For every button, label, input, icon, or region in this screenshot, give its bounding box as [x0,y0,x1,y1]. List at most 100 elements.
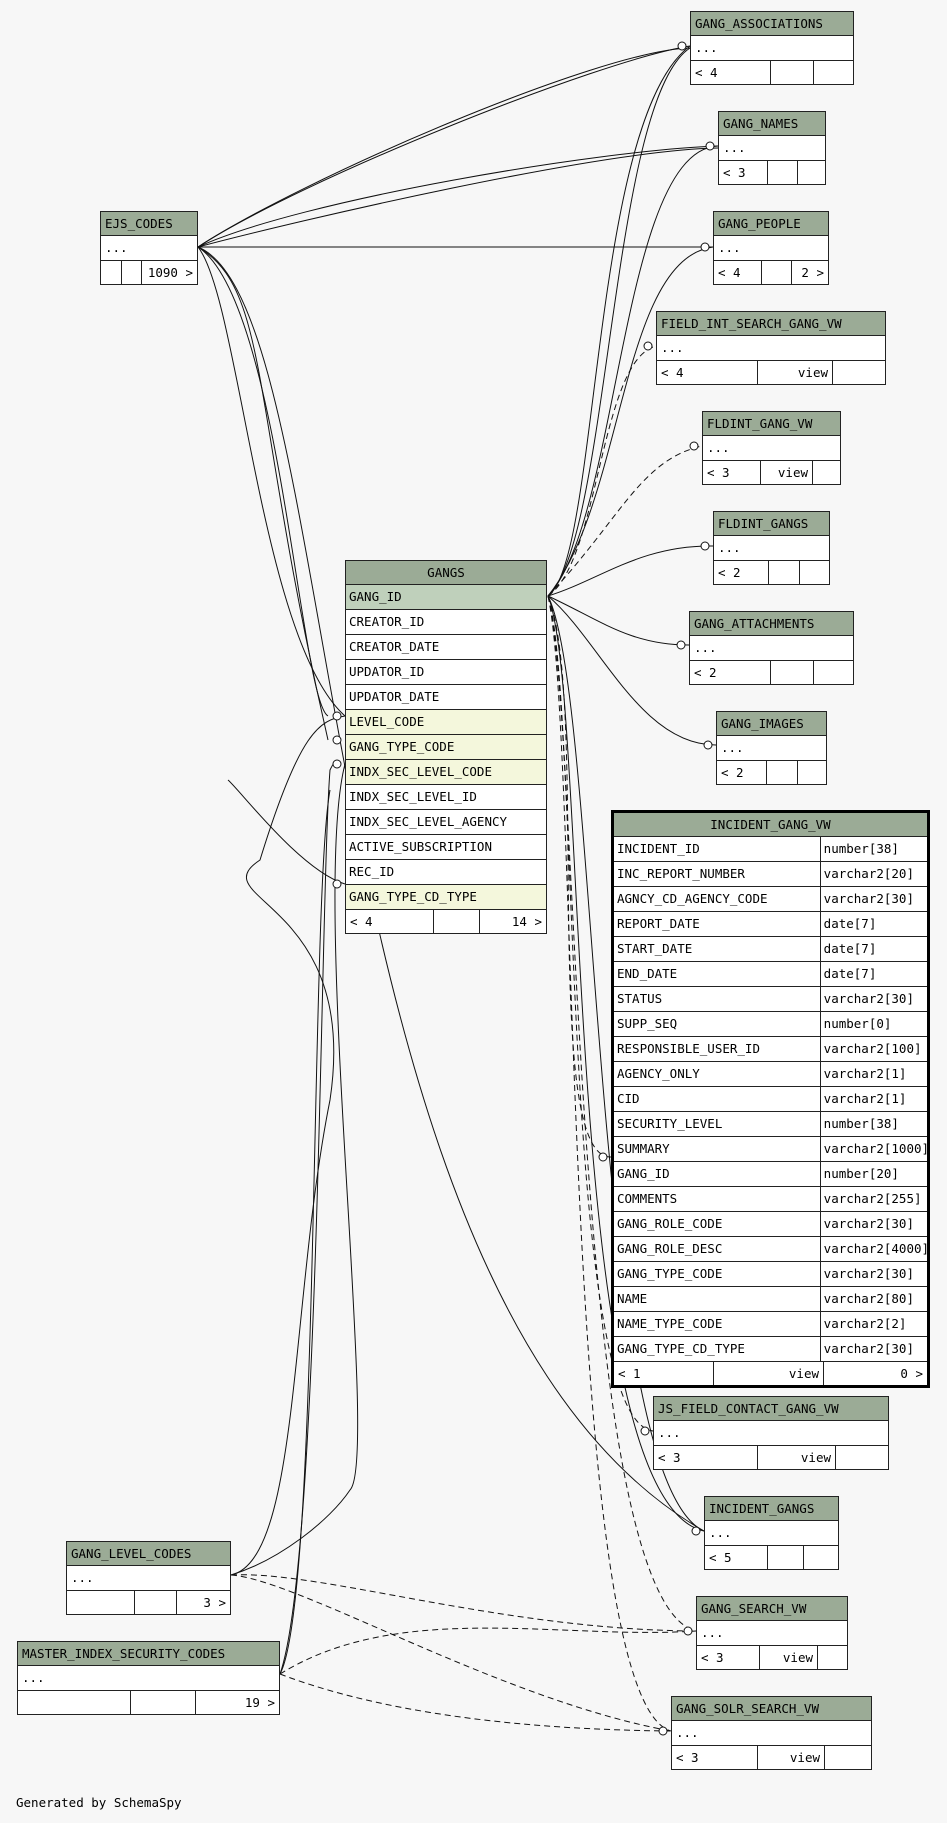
relationship-end-marker [689,441,699,451]
columns-placeholder: ... [694,640,717,655]
column-name: CID [617,1091,640,1106]
table-fldint-gangs[interactable]: FLDINT_GANGS ... < 2 [713,511,830,585]
column-name: GANG_ROLE_CODE [617,1216,723,1231]
columns-placeholder: ... [718,240,741,255]
column-name: SECURITY_LEVEL [617,1116,723,1131]
column-type: varchar2[30] [819,887,927,911]
table-gang-people[interactable]: GANG_PEOPLE ... < 4 2 > [713,211,829,285]
table-ejs-codes[interactable]: EJS_CODES ... 1090 > [100,211,198,285]
table-type: view [758,1446,836,1469]
relationship-line [547,595,705,1532]
table-gang-images[interactable]: GANG_IMAGES ... < 2 [716,711,827,785]
child-count: 19 > [244,1695,275,1710]
table-type [131,1691,196,1714]
column-type: varchar2[20] [819,862,927,886]
relationship-line [547,45,691,597]
column-name: INCIDENT_ID [617,841,700,856]
table-name: JS_FIELD_CONTACT_GANG_VW [654,1397,888,1421]
child-count [804,1546,838,1569]
column-row: SECURITY_LEVEL number[38] [614,1112,927,1137]
column-type: varchar2[1] [819,1087,927,1111]
relationship-end-marker [691,1526,701,1536]
column-type: number[38] [819,1112,927,1136]
table-name: GANG_SEARCH_VW [697,1597,847,1621]
column-name: END_DATE [617,966,678,981]
table-name: GANG_IMAGES [717,712,826,736]
relationship-line [547,445,703,597]
columns-placeholder: ... [22,1670,45,1685]
column-name: STATUS [617,991,663,1006]
relationship-end-marker [700,541,710,551]
parent-count: < 4 [346,910,434,933]
table-gang-level-codes[interactable]: GANG_LEVEL_CODES ... 3 > [66,1541,231,1615]
relationship-end-marker [332,735,342,745]
relationship-line [279,789,331,1675]
columns-placeholder: ... [658,1425,681,1440]
relationship-line [197,45,691,248]
child-count [813,461,840,484]
table-type [769,561,800,584]
table-gang-names[interactable]: GANG_NAMES ... < 3 [718,111,826,185]
column-type: varchar2[30] [819,987,927,1011]
relationship-end-marker [676,640,686,650]
table-name: GANG_SOLR_SEARCH_VW [672,1697,871,1721]
parent-count: < 4 [691,61,771,84]
column-name: GANG_TYPE_CODE [617,1266,723,1281]
column-name: START_DATE [617,941,693,956]
table-master-index-security-codes[interactable]: MASTER_INDEX_SECURITY_CODES ... 19 > [17,1641,280,1715]
parent-count: < 4 [657,361,758,384]
table-field-int-search-gang-vw[interactable]: FIELD_INT_SEARCH_GANG_VW ... < 4 view [656,311,886,385]
parent-count: < 2 [714,561,769,584]
columns-placeholder: ... [695,40,718,55]
column-type: varchar2[30] [819,1262,927,1286]
column-name: NAME_TYPE_CODE [617,1316,723,1331]
table-type [135,1591,177,1614]
column-type: varchar2[80] [819,1287,927,1311]
table-gangs[interactable]: GANGS GANG_ID CREATOR_ID CREATOR_DATE UP… [345,560,547,934]
column-row: NAME varchar2[80] [614,1287,927,1312]
column-gang-type-code: GANG_TYPE_CODE [349,739,455,754]
child-count [800,561,829,584]
table-type: view [760,1646,818,1669]
table-type: view [714,1362,824,1385]
column-type: varchar2[255] [819,1187,927,1211]
table-type [768,1546,804,1569]
columns-placeholder: ... [723,140,746,155]
table-gang-attachments[interactable]: GANG_ATTACHMENTS ... < 2 [689,611,854,685]
table-js-field-contact-gang-vw[interactable]: JS_FIELD_CONTACT_GANG_VW ... < 3 view [653,1396,889,1470]
table-name: MASTER_INDEX_SECURITY_CODES [18,1642,279,1666]
child-count [825,1746,871,1769]
relationship-end-marker [705,141,715,151]
parent-count: < 3 [654,1446,758,1469]
parent-count: < 3 [703,461,761,484]
table-gang-search-vw[interactable]: GANG_SEARCH_VW ... < 3 view [696,1596,848,1670]
relationship-line [197,47,691,248]
table-type [767,761,798,784]
column-creator-date: CREATOR_DATE [349,639,440,654]
table-type [771,61,814,84]
table-type: view [758,361,833,384]
table-type: view [758,1746,825,1769]
columns-placeholder: ... [676,1725,699,1740]
table-incident-gangs[interactable]: INCIDENT_GANGS ... < 5 [704,1496,839,1570]
relationship-line [547,595,672,1732]
column-name: RESPONSIBLE_USER_ID [617,1041,760,1056]
table-gang-associations[interactable]: GANG_ASSOCIATIONS ... < 4 [690,11,854,85]
table-fldint-gang-vw[interactable]: FLDINT_GANG_VW ... < 3 view [702,411,841,485]
table-gang-solr-search-vw[interactable]: GANG_SOLR_SEARCH_VW ... < 3 view [671,1696,872,1770]
column-name: NAME [617,1291,648,1306]
parent-count: < 2 [717,761,767,784]
columns-placeholder: ... [709,1525,732,1540]
column-updator-date: UPDATOR_DATE [349,689,440,704]
parent-count: < 2 [690,661,771,684]
column-active-subscription: ACTIVE_SUBSCRIPTION [349,839,492,854]
table-name: GANG_NAMES [719,112,825,136]
